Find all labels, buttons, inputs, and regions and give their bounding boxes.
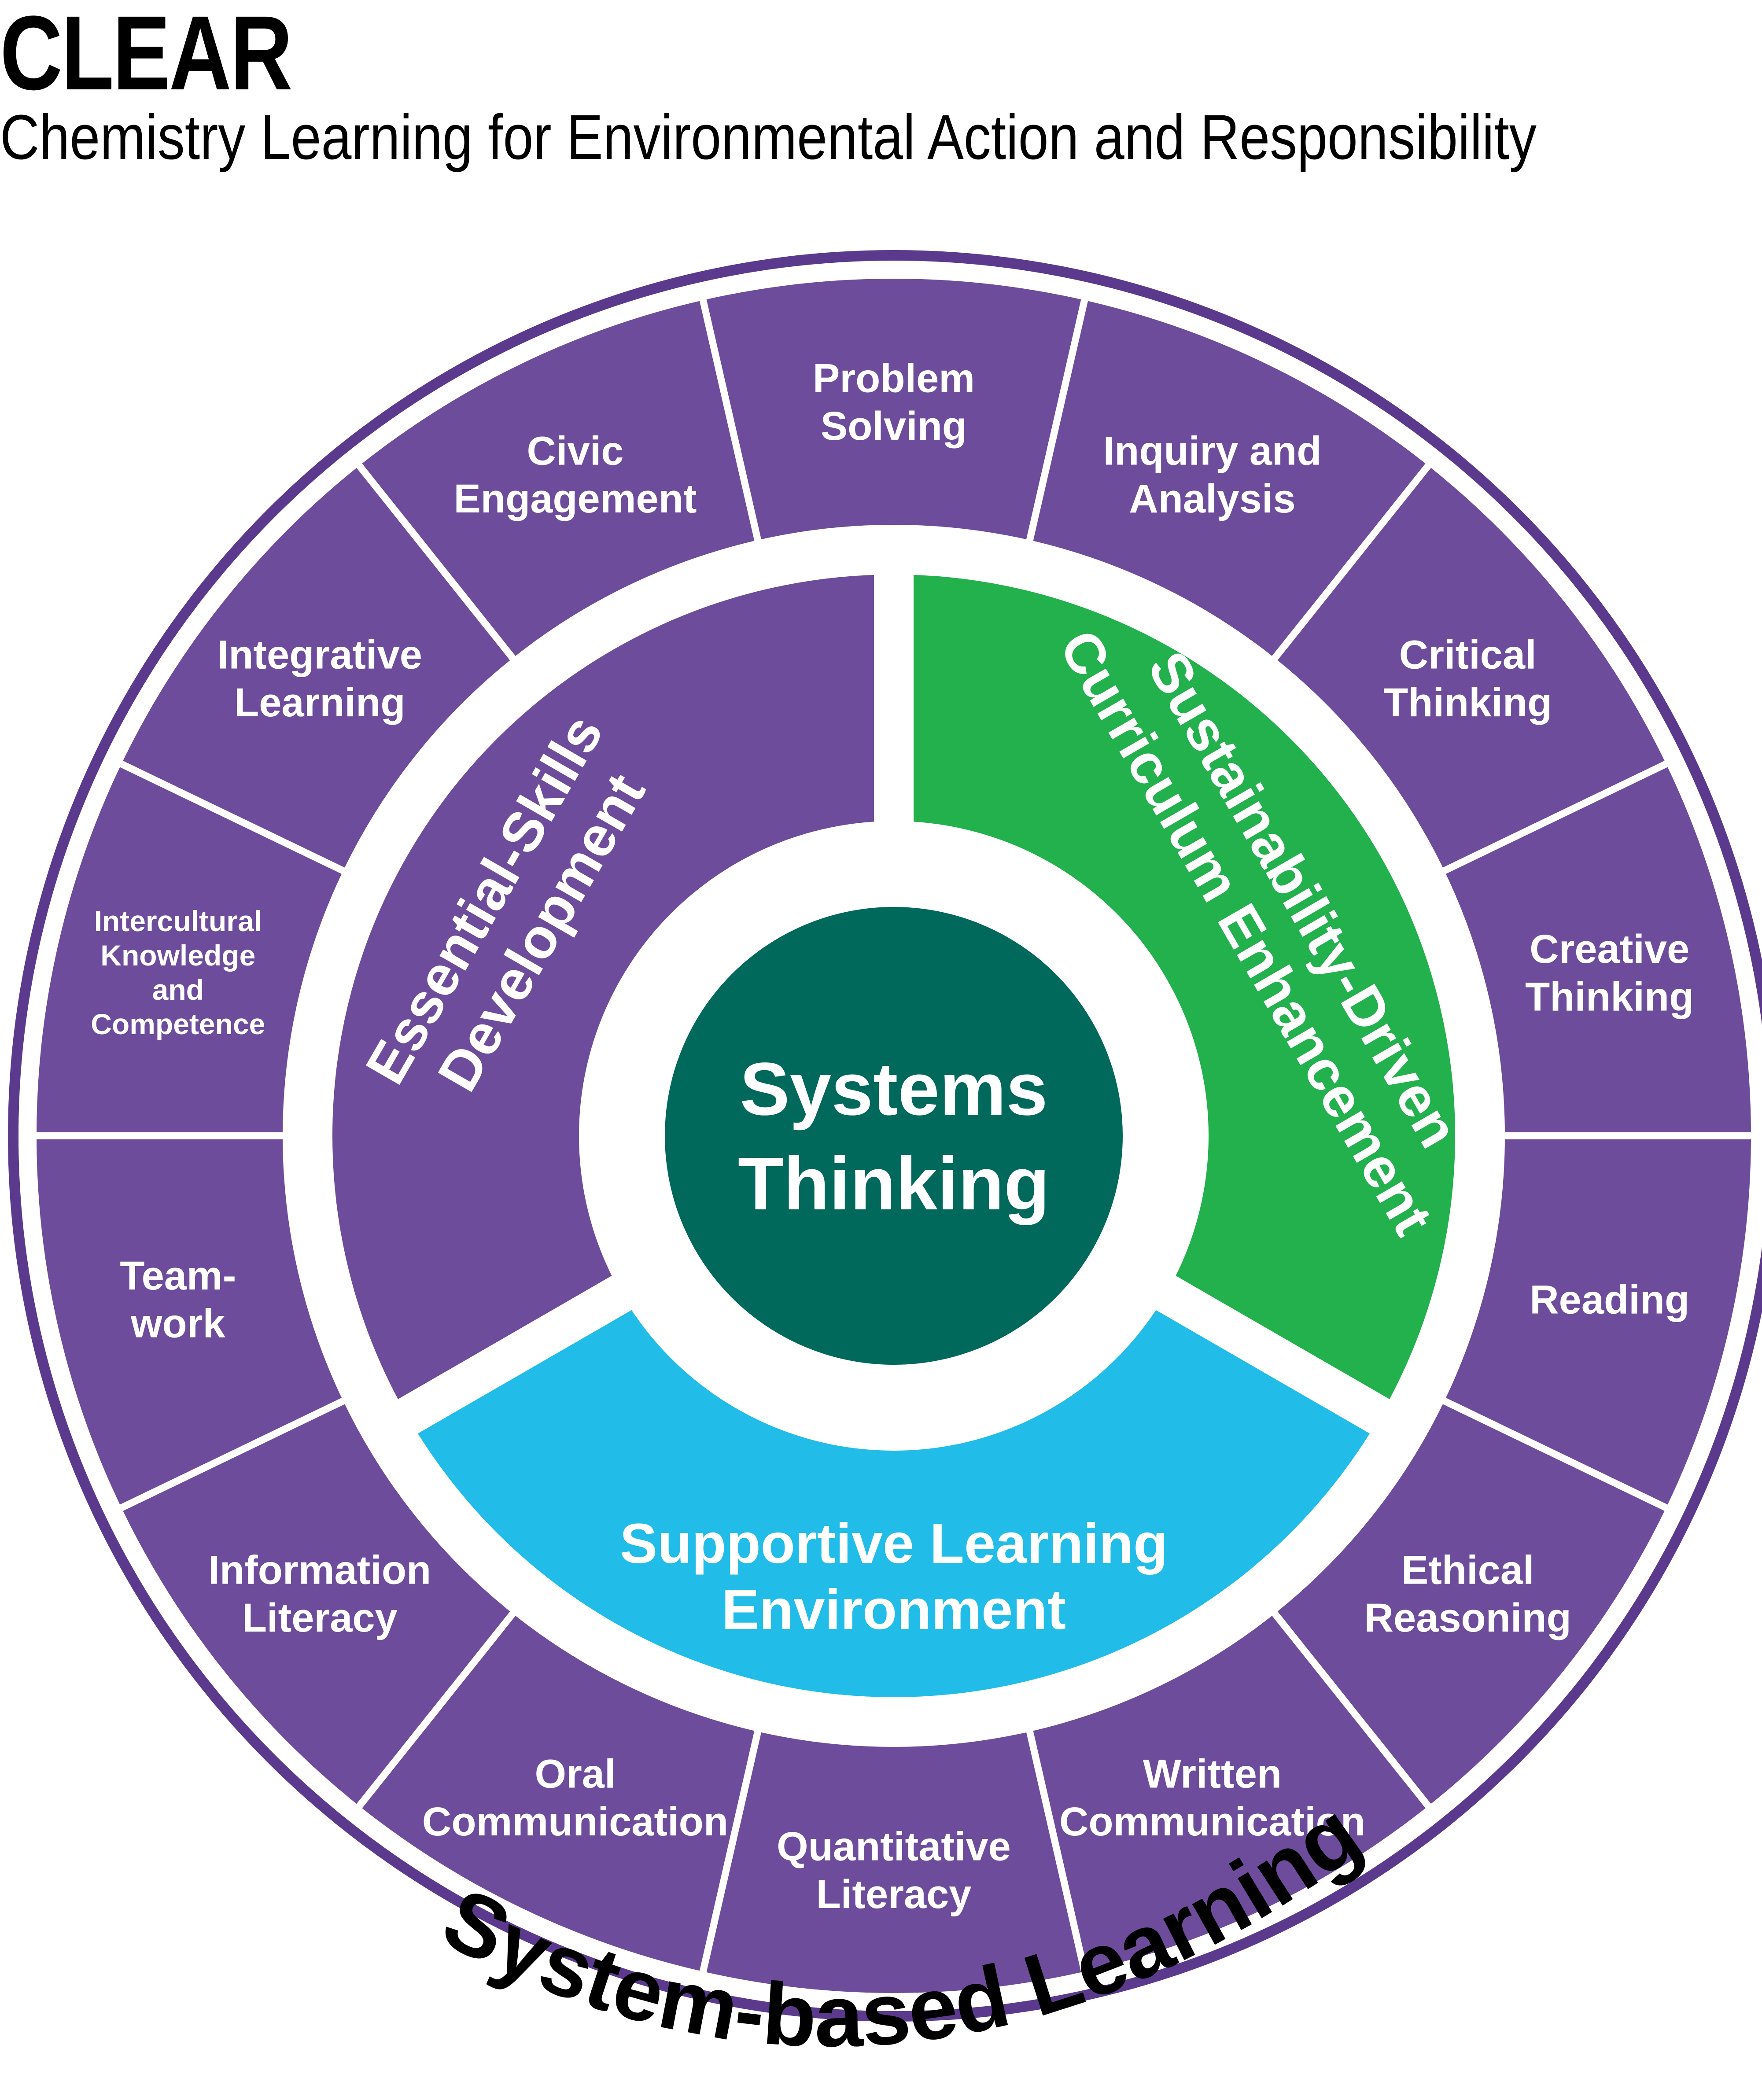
segment-information-literacy-label-line: Information bbox=[208, 1548, 431, 1593]
outer-ring bbox=[8, 250, 1762, 2022]
pillar-sustainability bbox=[874, 534, 1495, 1454]
segment-team-work-label-line: Team- bbox=[120, 1253, 236, 1298]
segment-inquiry-and-analysis-label-line: Analysis bbox=[1129, 476, 1295, 521]
segment-team-work-label-line: work bbox=[130, 1301, 226, 1346]
segment-civic-engagement-label-line: Engagement bbox=[453, 476, 697, 521]
segment-creative-thinking-label-line: Creative bbox=[1530, 927, 1689, 972]
segment-intercultural-knowledge-and-competence-label-line: Intercultural bbox=[94, 905, 262, 937]
segment-team-work-label: Team-work bbox=[120, 1253, 236, 1346]
segment-oral-communication-label-line: Communication bbox=[422, 1799, 728, 1844]
segment-intercultural-knowledge-and-competence-label-line: Competence bbox=[91, 1008, 265, 1040]
outer-ring-circle bbox=[8, 250, 1762, 2022]
page-title: CLEAR bbox=[0, 0, 293, 112]
segment-problem-solving-label-line: Problem bbox=[813, 356, 975, 401]
segment-civic-engagement-label-line: Civic bbox=[527, 429, 624, 474]
segment-quantitative-literacy-label-line: Literacy bbox=[816, 1872, 972, 1917]
segment-integrative-learning-label-line: Learning bbox=[234, 680, 405, 725]
segment-oral-communication-label-line: Oral bbox=[534, 1751, 616, 1796]
page-subtitle: Chemistry Learning for Environmental Act… bbox=[0, 102, 1537, 173]
segment-critical-thinking-label-line: Thinking bbox=[1383, 680, 1552, 725]
pillar-supportive bbox=[363, 1256, 1424, 1737]
segment-ethical-reasoning-label-line: Reasoning bbox=[1364, 1595, 1571, 1640]
pillar-essential bbox=[293, 534, 914, 1454]
segment-reading-label-line: Reading bbox=[1530, 1277, 1689, 1322]
segment-creative-thinking-label-line: Thinking bbox=[1525, 974, 1694, 1019]
segment-integrative-learning-label-line: Integrative bbox=[217, 632, 422, 677]
center-circle bbox=[665, 907, 1123, 1365]
segment-intercultural-knowledge-and-competence-label-line: and bbox=[152, 973, 204, 1006]
outer-segments bbox=[29, 272, 1758, 2000]
pillar-supportive-label-line: Supportive Learning bbox=[620, 1512, 1168, 1575]
segment-inquiry-and-analysis-label-line: Inquiry and bbox=[1103, 429, 1322, 474]
segment-written-communication-label-line: Communication bbox=[1059, 1799, 1365, 1844]
segment-critical-thinking-label-line: Critical bbox=[1399, 632, 1537, 677]
pillars bbox=[293, 534, 1495, 1737]
segment-ethical-reasoning-label-line: Ethical bbox=[1401, 1548, 1534, 1593]
center-label-line: Systems bbox=[740, 1047, 1047, 1131]
segment-civic-engagement bbox=[352, 292, 763, 666]
segment-written-communication-label-line: Written bbox=[1143, 1751, 1282, 1796]
segment-reading-label: Reading bbox=[1530, 1277, 1689, 1322]
center-label-line: Thinking bbox=[738, 1142, 1050, 1226]
segment-intercultural-knowledge-and-competence-label-line: Knowledge bbox=[100, 939, 255, 972]
segment-problem-solving-label-line: Solving bbox=[821, 404, 967, 449]
pillar-supportive-label-line: Environment bbox=[722, 1578, 1066, 1641]
segment-information-literacy-label-line: Literacy bbox=[242, 1595, 398, 1640]
segment-quantitative-literacy-label-line: Quantitative bbox=[777, 1824, 1011, 1869]
